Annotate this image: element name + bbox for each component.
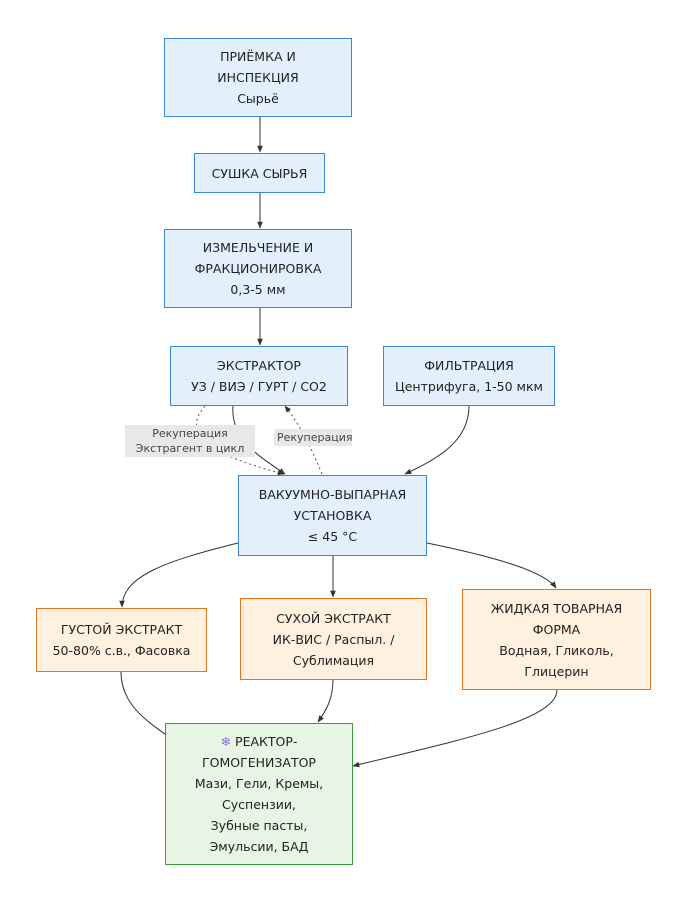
node-dry-extract: СУХОЙ ЭКСТРАКТ ИК-ВИС / Распыл. / Сублим…	[240, 598, 427, 680]
node-liquid-form-line-3: Водная, Гликоль,	[499, 642, 614, 658]
edge-label-recovery-right-line-1: Рекуперация	[277, 431, 353, 444]
edge-label-recovery-left: Рекуперация Экстрагент в цикл	[125, 425, 255, 457]
node-grinding-line-1: ИЗМЕЛЬЧЕНИЕ И	[202, 240, 314, 255]
node-dry-extract-line-3: Сублимация	[292, 652, 375, 668]
edge-evaporator-thick	[119, 542, 239, 608]
edge-label-recovery-left-line-2: Экстрагент в цикл	[135, 442, 245, 455]
node-liquid-form-line-4: Глицерин	[524, 663, 589, 679]
edge-label-recovery-right: Рекуперация	[274, 429, 353, 446]
node-filtration-line-2: Центрифуга, 1-50 мкм	[395, 379, 543, 394]
edge-dry-reactor	[317, 679, 334, 723]
node-extractor-line-2: УЗ / ВИЭ / ГУРТ / CO2	[191, 379, 327, 394]
node-grinding-line-3: 0,3-5 мм	[230, 282, 286, 297]
node-grinding: ИЗМЕЛЬЧЕНИЕ И ФРАКЦИОНИРОВКА 0,3-5 мм	[164, 229, 352, 308]
node-evaporator-line-2: УСТАНОВКА	[293, 508, 372, 523]
node-thick-extract-line-1: ГУСТОЙ ЭКСТРАКТ	[60, 622, 183, 637]
node-filtration-line-1: ФИЛЬТРАЦИЯ	[424, 358, 514, 373]
node-liquid-form-line-2: ФОРМА	[532, 621, 581, 637]
gear-icon: ❄	[220, 734, 232, 749]
node-reactor-line-5: Зубные пасты,	[210, 818, 308, 833]
node-reactor-line-4: Суспензии,	[222, 797, 296, 812]
edge-thick-reactor	[120, 671, 173, 740]
node-drying: СУШКА СЫРЬЯ	[194, 153, 325, 193]
node-evaporator-line-1: ВАКУУМНО-ВЫПАРНАЯ	[258, 487, 407, 502]
node-evaporator: ВАКУУМНО-ВЫПАРНАЯ УСТАНОВКА ≤ 45 °C	[238, 475, 427, 556]
node-reactor: ❄РЕАКТОР- ГОМОГЕНИЗАТОР Мази, Гели, Крем…	[165, 723, 353, 865]
node-liquid-form-line-1: ЖИДКАЯ ТОВАРНАЯ	[490, 600, 623, 616]
node-thick-extract: ГУСТОЙ ЭКСТРАКТ 50-80% с.в., Фасовка	[36, 608, 207, 672]
node-dry-extract-line-2: ИК-ВИС / Распыл. /	[272, 631, 395, 647]
node-reactor-line-6: Эмульсии, БАД	[209, 839, 309, 854]
node-reception-line-3: Сырьё	[237, 91, 279, 106]
node-reception-line-1: ПРИЁМКА И	[220, 49, 296, 64]
node-dry-extract-line-1: СУХОЙ ЭКСТРАКТ	[276, 610, 391, 626]
node-extractor: ЭКСТРАКТОР УЗ / ВИЭ / ГУРТ / CO2	[170, 346, 348, 406]
node-extractor-line-1: ЭКСТРАКТОР	[217, 358, 301, 373]
node-reception-line-2: ИНСПЕКЦИЯ	[217, 70, 299, 85]
node-grinding-line-2: ФРАКЦИОНИРОВКА	[194, 261, 322, 276]
node-evaporator-line-3: ≤ 45 °C	[307, 529, 358, 544]
edge-filtration-evaporator	[404, 405, 470, 475]
edge-label-recovery-left-line-1: Рекуперация	[152, 427, 228, 440]
node-reactor-line-2: ГОМОГЕНИЗАТОР	[202, 755, 316, 770]
node-reactor-title-1: РЕАКТОР-	[235, 734, 298, 749]
edge-evaporator-liquid	[426, 542, 557, 589]
node-reception: ПРИЁМКА И ИНСПЕКЦИЯ Сырьё	[164, 38, 352, 117]
node-reactor-line-1: ❄РЕАКТОР-	[221, 731, 298, 752]
node-thick-extract-line-2: 50-80% с.в., Фасовка	[52, 643, 191, 658]
edge-liquid-reactor	[352, 689, 558, 768]
node-filtration: ФИЛЬТРАЦИЯ Центрифуга, 1-50 мкм	[383, 346, 555, 406]
node-reactor-line-3: Мази, Гели, Кремы,	[194, 776, 324, 791]
node-liquid-form: ЖИДКАЯ ТОВАРНАЯ ФОРМА Водная, Гликоль, Г…	[462, 589, 651, 690]
node-drying-line-1: СУШКА СЫРЬЯ	[211, 165, 308, 181]
